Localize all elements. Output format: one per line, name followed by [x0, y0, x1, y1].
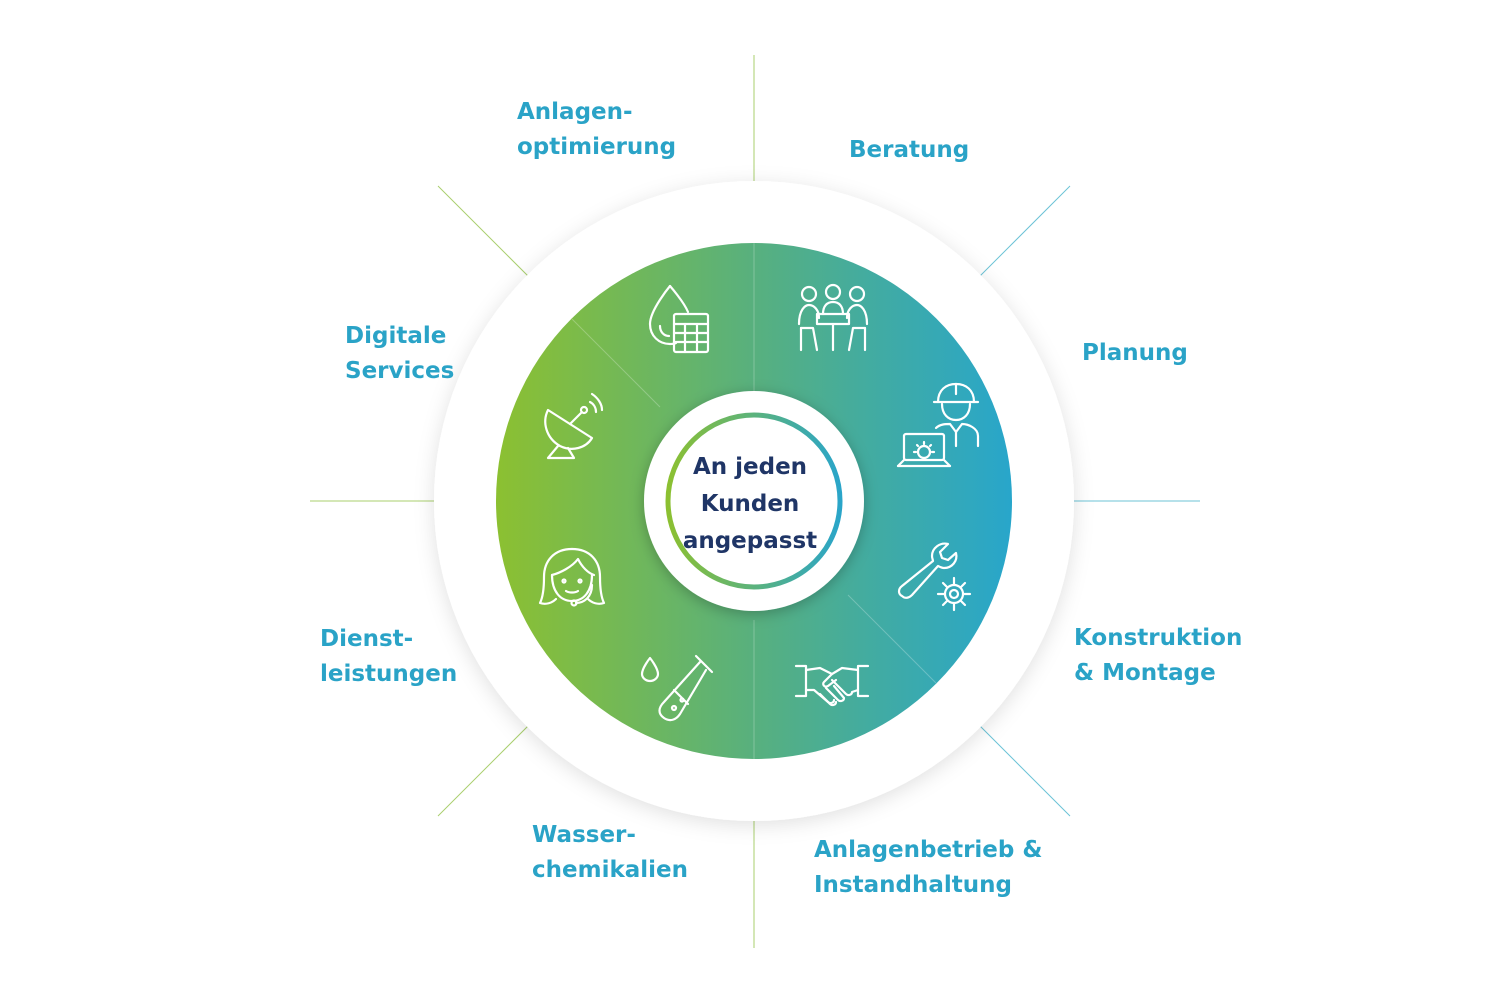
wrench-gear-icon — [897, 542, 972, 612]
engineer-laptop-icon — [896, 382, 980, 468]
label-planung: Planung — [1082, 340, 1188, 366]
center-label-line-2: Kunden — [700, 491, 800, 517]
ring-divider-lines — [571, 243, 937, 759]
label-dienstleistungen: Dienst- leistungen — [320, 626, 458, 687]
center-accent-ring — [665, 412, 843, 590]
handshake-icon — [794, 664, 870, 707]
label-anlagenbetrieb-instandhaltung: Anlagenbetrieb & Instandhaltung — [814, 837, 1043, 898]
test-tube-icon — [640, 654, 714, 722]
label-beratung: Beratung — [849, 137, 970, 163]
meeting-people-icon — [797, 283, 869, 352]
support-headset-icon — [538, 547, 606, 607]
label-digitale-services: Digitale Services — [345, 323, 455, 384]
center-label-line-3: angepasst — [682, 528, 818, 554]
label-wasserchemikalien: Wasser- chemikalien — [532, 822, 689, 883]
water-drop-calculator-icon — [648, 284, 710, 354]
label-konstruktion-montage: Konstruktion & Montage — [1074, 625, 1243, 686]
satellite-dish-icon — [544, 392, 604, 460]
label-anlagenoptimierung: Anlagen- optimierung — [517, 99, 677, 160]
center-label: An jeden Kunden angepasst — [660, 449, 840, 560]
center-label-line-1: An jeden — [692, 454, 808, 480]
